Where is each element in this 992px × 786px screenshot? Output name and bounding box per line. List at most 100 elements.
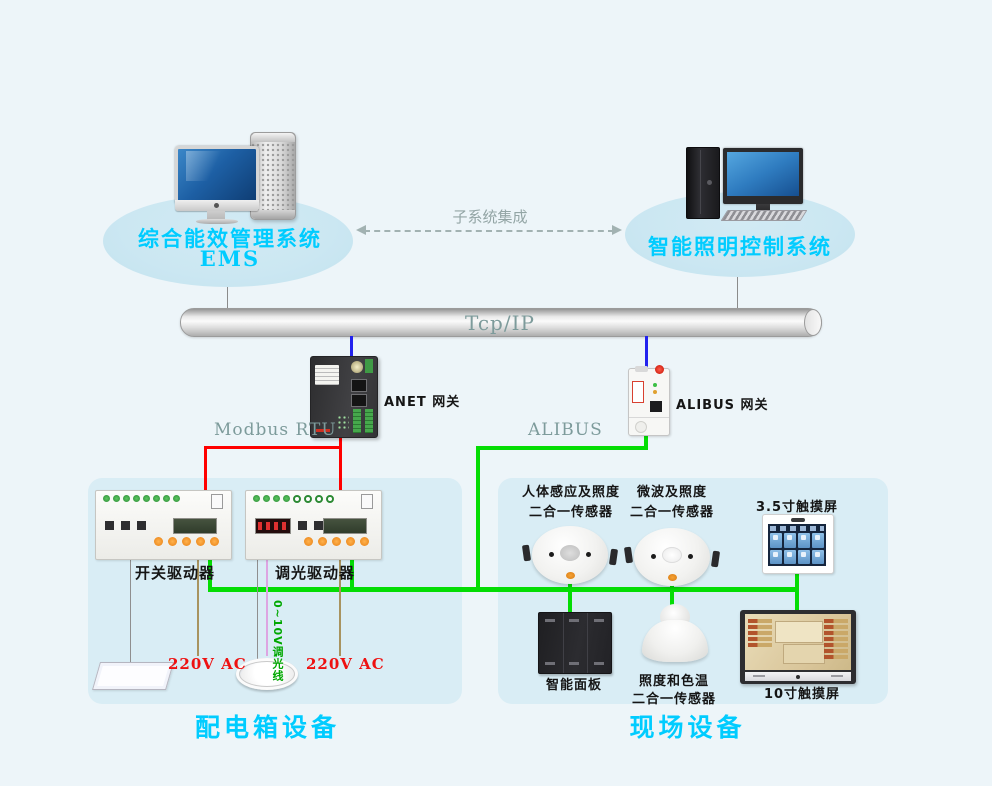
field-devices-title: 现场设备	[629, 713, 746, 742]
anet-brand-mark	[316, 429, 330, 432]
driver-flag	[361, 494, 373, 509]
driver1-ac-wire	[197, 558, 199, 656]
anet-terminal-strip	[365, 409, 373, 433]
switch-driver-device	[95, 490, 232, 560]
alibus-line-down	[476, 446, 480, 592]
alibus-port	[650, 401, 662, 412]
lighting-pc-tower	[686, 147, 720, 219]
alibus-line-drop	[644, 432, 648, 450]
touchscreen-speaker-slot	[791, 518, 805, 522]
anet-ethernet-port	[351, 394, 367, 407]
floorplan-room	[775, 621, 823, 643]
lux-cct-sensor-label-line1: 照度和色温	[638, 674, 709, 689]
alibus-divider	[629, 417, 669, 418]
ac-label-2: 220V AC	[306, 655, 385, 673]
anet-antenna-cap	[351, 361, 363, 373]
driver-terminals	[103, 495, 180, 505]
alibus-top-tab	[635, 366, 648, 372]
touchscreen-35-device	[762, 514, 834, 574]
arrowhead-right-icon	[612, 225, 622, 235]
modbus-line-driver1	[204, 446, 207, 491]
anet-terminal-block	[365, 359, 373, 373]
driver-buttons	[154, 537, 219, 546]
lighting-to-pipe-line	[737, 277, 738, 308]
sensor-lens	[662, 547, 682, 563]
pipe-to-alibus-line	[645, 336, 648, 369]
driver1-lamp-wire	[130, 558, 131, 662]
sensor-indicator	[566, 572, 575, 579]
pipe-to-anet-line	[350, 336, 353, 356]
alibus-line-horizontal	[476, 446, 648, 450]
driver1-bus-stub	[208, 556, 212, 588]
ems-monitor-stand	[207, 211, 225, 220]
anet-label-sticker	[315, 365, 339, 385]
driver-lcd	[323, 518, 367, 534]
microwave-sensor-label-line2: 二合一传感器	[629, 505, 714, 520]
microwave-lux-sensor-device	[623, 528, 721, 586]
anet-ethernet-port	[351, 379, 367, 392]
driver-buttons	[304, 537, 369, 546]
ems-to-pipe-line	[227, 287, 228, 308]
driver-flag	[211, 494, 223, 509]
sensor-eye	[651, 554, 656, 559]
microwave-sensor-label-line1: 微波及照度	[636, 485, 707, 500]
pir-lux-sensor-device	[521, 526, 619, 584]
switch-driver-label: 开关驱动器	[134, 564, 215, 582]
integration-label: 子系统集成	[452, 208, 528, 226]
lighting-pc-keyboard	[720, 210, 808, 221]
ems-abbr-label: EMS	[199, 246, 261, 271]
lighting-pc-monitor-neck	[756, 204, 770, 214]
tcpip-label: Tcp/IP	[465, 311, 535, 335]
modbus-line-driver2	[339, 446, 342, 491]
touchscreen-10-display	[745, 614, 851, 670]
sensor-eye	[586, 552, 591, 557]
lighting-system-label: 智能照明控制系统	[648, 234, 832, 259]
tcpip-pipe-endcap	[804, 309, 822, 336]
sensor-eye	[688, 554, 693, 559]
driver2-lamp-wire	[257, 558, 258, 660]
driver-segment-display	[255, 518, 291, 534]
lighting-system-bubble	[625, 192, 855, 277]
anet-led-array	[337, 415, 349, 431]
alibus-gateway-device	[628, 365, 670, 436]
modbus-rtu-label: Modbus RTU	[214, 420, 337, 440]
smart-panel-device	[538, 612, 612, 674]
modbus-line-branch	[204, 446, 342, 449]
driver2-bus-stub	[350, 556, 354, 588]
green-bus-line	[208, 587, 799, 592]
ac-label-1: 220V AC	[168, 655, 247, 673]
driver-lcd	[173, 518, 217, 534]
lux-cct-sensor-label-line2: 二合一传感器	[631, 692, 716, 707]
ems-system-label: 综合能效管理系统	[138, 226, 322, 251]
alibus-led-green	[653, 383, 657, 387]
pir-sensor-label-line2: 二合一传感器	[528, 505, 613, 520]
driver-dip-switches	[298, 521, 323, 530]
arrowhead-left-icon	[356, 225, 366, 235]
floorplan-legend	[748, 619, 772, 647]
alibus-label-strip	[632, 381, 644, 403]
dim-signal-wire	[266, 558, 268, 656]
dim-driver-label: 调光驱动器	[274, 564, 355, 582]
ems-monitor	[175, 146, 259, 203]
touchscreen-10-device	[740, 610, 856, 684]
panel-light-fixture	[91, 662, 175, 690]
sensor-indicator	[668, 574, 677, 581]
touchscreen-10-chin	[745, 672, 851, 681]
pir-panel-bus-stub	[568, 558, 572, 614]
lighting-pc-screen	[727, 152, 799, 196]
anet-gateway-label: ANET 网关	[384, 395, 461, 410]
dim-driver-device	[245, 490, 382, 560]
sensor-eye	[549, 552, 554, 557]
distribution-panel-title: 配电箱设备	[194, 713, 340, 742]
downlight-fixture	[236, 658, 298, 690]
sensor-lens	[560, 545, 580, 561]
modbus-line-drop	[339, 436, 342, 448]
ems-monitor-chin	[175, 200, 259, 211]
touchscreen-10-label: 10寸触摸屏	[763, 687, 841, 702]
integration-dashed-line	[364, 230, 614, 232]
alibus-led-orange	[653, 390, 657, 394]
ems-monitor-base	[196, 219, 238, 224]
driver2-ac-wire	[339, 558, 341, 656]
driver-dip-switches	[105, 521, 146, 530]
dim-wire-label: 0~10V调光线	[271, 600, 284, 682]
